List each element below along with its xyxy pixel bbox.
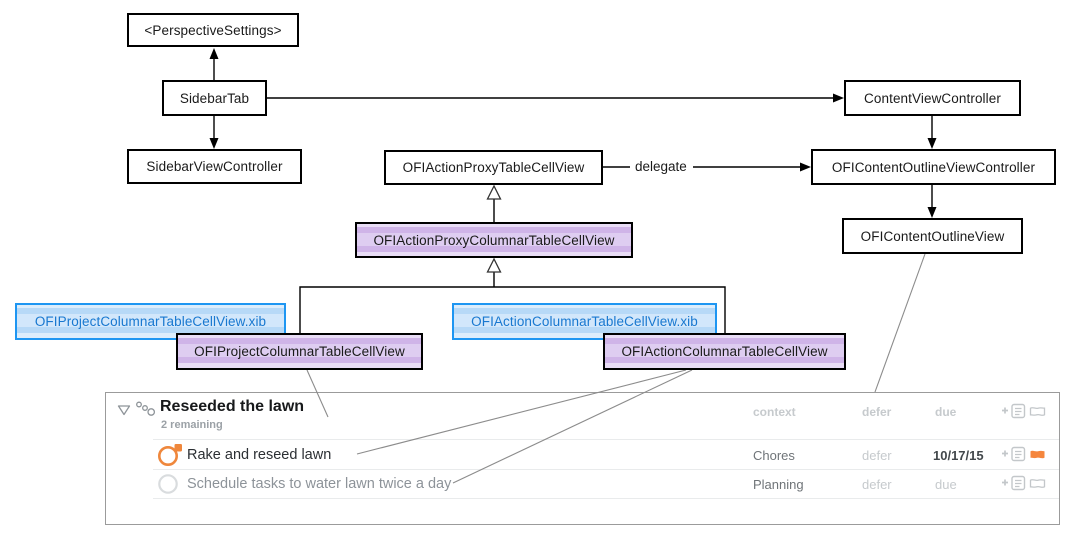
add-note-icon[interactable] xyxy=(1001,446,1027,462)
callout-outlineview-panel xyxy=(874,253,926,393)
task-title[interactable]: Rake and reseed lawn xyxy=(187,447,332,463)
node-content-view-controller: ContentViewController xyxy=(844,80,1021,116)
task-group-remaining-count: 2 remaining xyxy=(161,419,223,431)
context-column-placeholder[interactable]: context xyxy=(753,405,796,419)
arrowhead-up-icon xyxy=(209,48,219,59)
task-status-circle-icon[interactable] xyxy=(157,472,185,496)
defer-column-placeholder[interactable]: defer xyxy=(862,405,892,419)
add-note-icon[interactable] xyxy=(1001,475,1027,491)
task-row[interactable]: Rake and reseed lawn Chores defer 10/17/… xyxy=(106,440,1059,469)
add-note-icon[interactable] xyxy=(1001,403,1027,419)
node-sidebar-tab: SidebarTab xyxy=(162,80,267,116)
inheritance-triangle-icon xyxy=(486,184,502,200)
node-ofi-project-columnar-table-cell-view: OFIProjectColumnarTableCellView xyxy=(176,333,423,370)
delegate-edge-label: delegate xyxy=(635,159,687,174)
node-perspective-settings: <PerspectiveSettings> xyxy=(127,13,299,47)
task-title[interactable]: Schedule tasks to water lawn twice a day xyxy=(187,476,452,492)
node-ofi-content-outline-view: OFIContentOutlineView xyxy=(842,218,1023,254)
task-due[interactable]: due xyxy=(935,477,957,492)
node-ofi-action-columnar-table-cell-view: OFIActionColumnarTableCellView xyxy=(603,333,846,370)
action-group-icon xyxy=(136,401,156,416)
node-ofi-content-outline-view-controller: OFIContentOutlineViewController xyxy=(811,149,1056,185)
task-context[interactable]: Chores xyxy=(753,448,795,463)
arrowhead-down-icon xyxy=(927,207,937,218)
arrowhead-down-icon xyxy=(927,138,937,149)
node-ofi-action-proxy-columnar-table-cell-view: OFIActionProxyColumnarTableCellView xyxy=(355,222,633,258)
disclosure-triangle-icon[interactable] xyxy=(117,404,131,416)
task-group-row[interactable]: Reseeded the lawn 2 remaining context de… xyxy=(106,393,1059,439)
task-defer[interactable]: defer xyxy=(862,448,892,463)
task-defer[interactable]: defer xyxy=(862,477,892,492)
task-list-panel: Reseeded the lawn 2 remaining context de… xyxy=(105,392,1060,525)
arrowhead-right-icon xyxy=(833,93,844,103)
node-sidebar-view-controller: SidebarViewController xyxy=(127,149,302,184)
inheritance-triangle-icon xyxy=(486,257,502,273)
node-ofi-action-proxy-table-cell-view: OFIActionProxyTableCellView xyxy=(384,150,603,185)
task-row[interactable]: Schedule tasks to water lawn twice a day… xyxy=(106,470,1059,498)
flag-filled-icon[interactable] xyxy=(1029,449,1047,461)
task-context[interactable]: Planning xyxy=(753,477,804,492)
arrowhead-right-icon xyxy=(800,162,811,172)
task-due[interactable]: 10/17/15 xyxy=(933,448,984,463)
task-status-circle-flagged-icon[interactable] xyxy=(157,443,185,467)
task-group-title: Reseeded the lawn xyxy=(160,398,305,415)
due-column-placeholder[interactable]: due xyxy=(935,405,957,419)
arrowhead-down-icon xyxy=(209,138,219,149)
flag-outline-icon[interactable] xyxy=(1029,406,1047,418)
row-separator xyxy=(153,498,1059,499)
flag-outline-icon[interactable] xyxy=(1029,478,1047,490)
